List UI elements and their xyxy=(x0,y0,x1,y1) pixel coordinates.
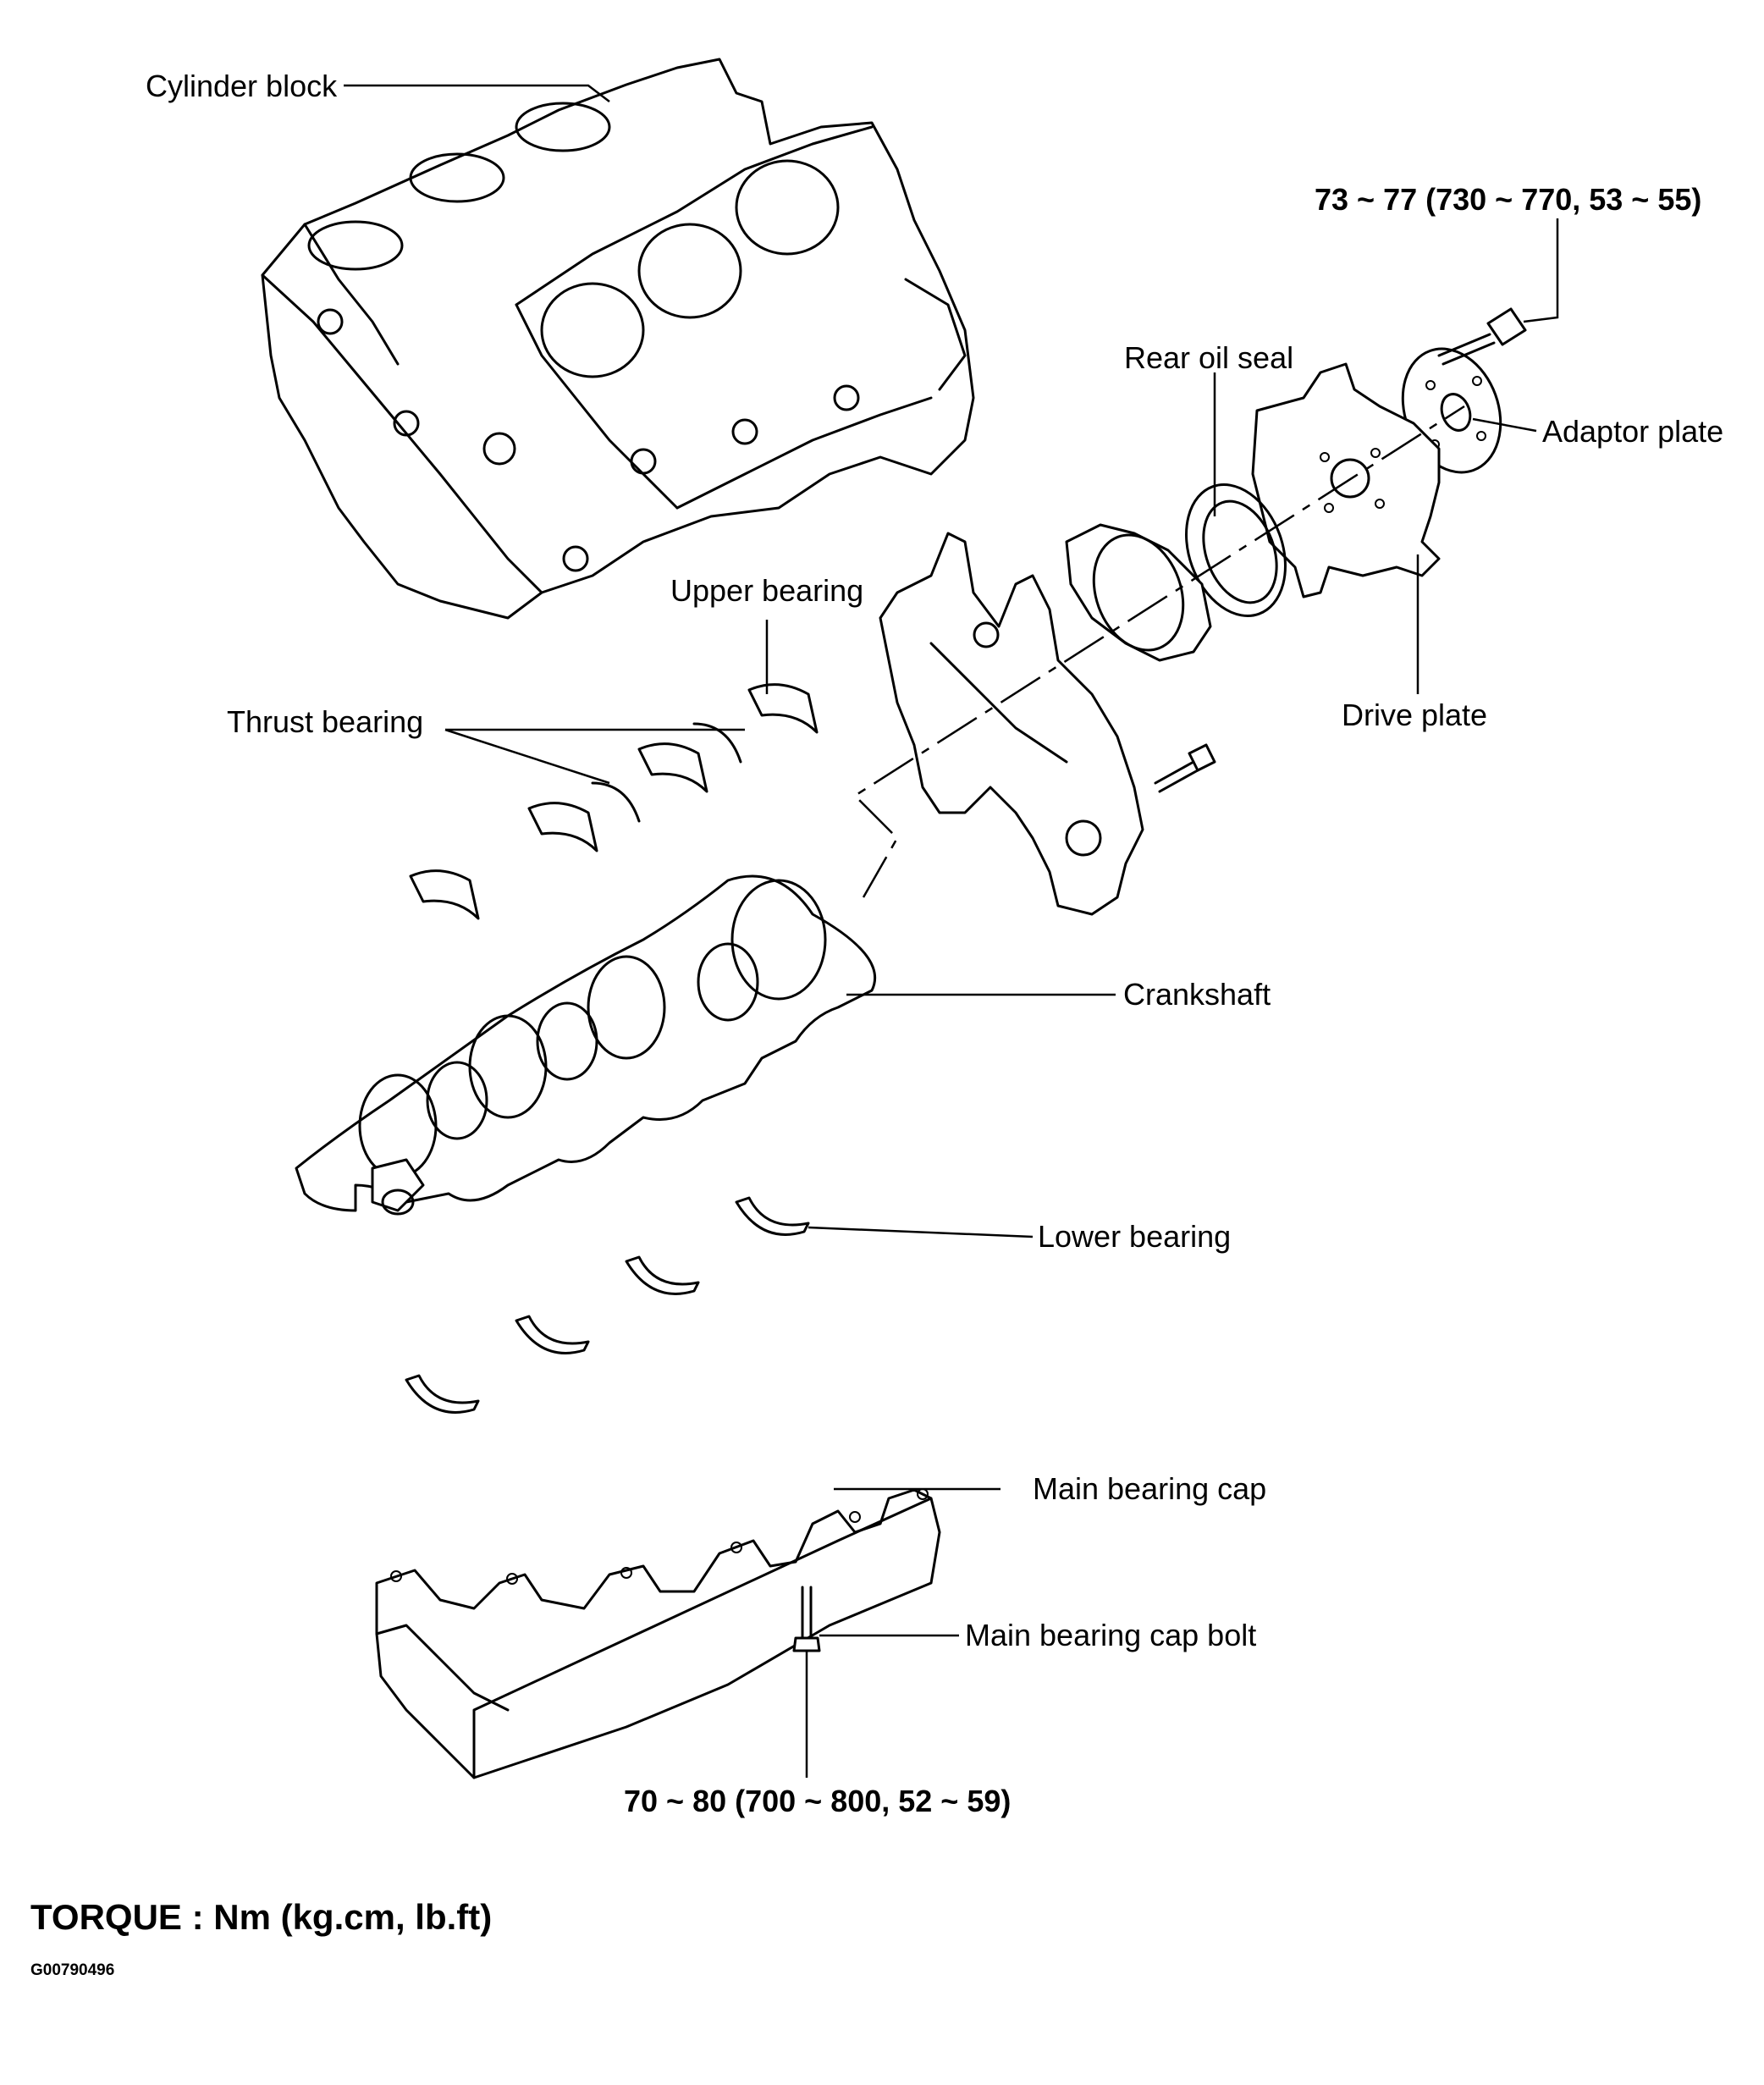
torque-units-note: TORQUE : Nm (kg.cm, lb.ft) xyxy=(30,1897,493,1937)
cylinder-block-illustration xyxy=(261,58,975,620)
main-bearing-cap-bolt-label: Main bearing cap bolt xyxy=(965,1618,1257,1652)
main-bearing-cap-illustration xyxy=(375,1488,941,1779)
main-bearing-cap-bolt-torque: 70 ~ 80 (700 ~ 800, 52 ~ 59) xyxy=(624,1784,1012,1818)
rear-plate-illustration xyxy=(879,532,1144,916)
adaptor-plate-label: Adaptor plate xyxy=(1542,414,1724,449)
rear-oil-seal-label: Rear oil seal xyxy=(1124,340,1294,375)
crankshaft-label: Crankshaft xyxy=(1123,977,1271,1012)
rear-oil-seal-illustration xyxy=(1185,483,1287,617)
drive-plate-illustration xyxy=(1251,362,1441,598)
lower-bearing-label: Lower bearing xyxy=(1038,1219,1232,1254)
adaptor-plate-bolt-torque: 73 ~ 77 (730 ~ 770, 53 ~ 55) xyxy=(1315,182,1702,217)
thrust-bearing-label: Thrust bearing xyxy=(227,704,424,739)
main-bearing-cap-label: Main bearing cap xyxy=(1033,1471,1267,1506)
adaptor-plate-bolt-illustration xyxy=(1437,307,1527,366)
upper-bearing-shells xyxy=(409,683,819,920)
thrust-bearing-halves xyxy=(591,722,742,823)
cylinder-block-label: Cylinder block xyxy=(146,69,338,103)
oil-seal-case-illustration xyxy=(1065,523,1212,662)
leader-lines xyxy=(344,84,1559,1778)
main-bearing-cap-bolt-illustration xyxy=(792,1586,821,1652)
figure-code: G00790496 xyxy=(30,1961,115,1979)
crankshaft-illustration xyxy=(295,874,877,1216)
rear-plate-bolt-illustration xyxy=(1154,743,1216,793)
drive-plate-label: Drive plate xyxy=(1342,698,1488,732)
upper-bearing-label: Upper bearing xyxy=(670,573,864,608)
crank-centerline xyxy=(853,405,1465,898)
lower-bearing-shells xyxy=(405,1196,810,1414)
